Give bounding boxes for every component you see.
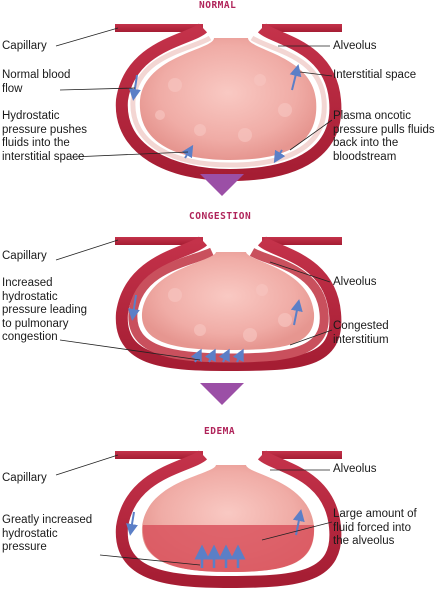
increased-pressure-arrows bbox=[190, 348, 244, 363]
capillary-right-segment bbox=[262, 237, 342, 245]
label-increased-hydrostatic: Increased hydrostatic pressure leading t… bbox=[2, 277, 88, 343]
leader-line bbox=[299, 71, 333, 77]
alveolus-sac bbox=[141, 252, 315, 350]
alveolus-texture bbox=[168, 284, 292, 342]
normal-alveolus-group bbox=[55, 23, 342, 182]
oncotic-arrow bbox=[273, 149, 286, 164]
leader-line bbox=[289, 119, 333, 151]
label-large-fluid: Large amount of fluid forced into the al… bbox=[333, 508, 417, 547]
stage-title-edema: EDEMA bbox=[204, 426, 236, 437]
congested-interstitium bbox=[128, 247, 329, 363]
leader-line bbox=[55, 27, 119, 47]
leader-line bbox=[71, 151, 189, 158]
leader-line bbox=[289, 329, 333, 346]
leader-line bbox=[55, 454, 119, 476]
capillary-loop bbox=[115, 236, 342, 372]
label-normal-blood-flow: Normal blood flow bbox=[2, 69, 71, 95]
leader-line bbox=[261, 521, 333, 541]
capillary-left-segment bbox=[115, 451, 203, 459]
blood-flow-arrow bbox=[128, 74, 141, 101]
blood-flow-arrow bbox=[290, 299, 303, 326]
alveolar-fluid bbox=[142, 525, 315, 572]
blood-flow-arrow bbox=[292, 509, 305, 536]
label-congested-interstitium: Congested interstitium bbox=[333, 320, 389, 346]
capillary-loop bbox=[115, 450, 342, 589]
congestion-alveolus-group bbox=[55, 236, 342, 372]
label-hydrostatic-pressure: Hydrostatic pressure pushes fluids into … bbox=[2, 110, 88, 163]
alveolus-sac bbox=[139, 38, 317, 160]
capillary-left-segment bbox=[115, 237, 203, 245]
leader-line bbox=[59, 339, 201, 361]
stage-title-normal: NORMAL bbox=[199, 0, 237, 11]
capillary-left-segment bbox=[115, 24, 203, 32]
edema-alveolus-group bbox=[55, 450, 342, 589]
hydrostatic-arrow bbox=[181, 144, 194, 159]
greatly-increased-arrows bbox=[194, 544, 246, 568]
label-interstitial-space: Interstitial space bbox=[333, 69, 417, 81]
leader-line bbox=[59, 87, 136, 91]
label-alveolus: Alveolus bbox=[333, 276, 377, 288]
capillary-right-segment bbox=[262, 451, 342, 459]
label-capillary: Capillary bbox=[2, 250, 47, 262]
capillary-right-segment bbox=[262, 24, 342, 32]
blood-flow-arrow bbox=[126, 511, 138, 536]
label-greatly-increased: Greatly increased hydrostatic pressure bbox=[2, 514, 93, 553]
blood-flow-arrow bbox=[127, 294, 140, 321]
down-arrow-divider bbox=[200, 174, 244, 196]
stage-title-congestion: CONGESTION bbox=[189, 211, 252, 222]
leader-line bbox=[269, 261, 331, 283]
blood-flow-arrow bbox=[289, 64, 302, 91]
label-alveolus: Alveolus bbox=[333, 463, 377, 475]
alveolus-texture bbox=[155, 74, 292, 142]
down-arrow-divider bbox=[200, 383, 244, 405]
label-capillary: Capillary bbox=[2, 472, 47, 484]
leader-line bbox=[55, 239, 119, 261]
leader-line bbox=[99, 554, 201, 566]
label-plasma-oncotic-pressure: Plasma oncotic pressure pulls fluids bac… bbox=[333, 110, 435, 163]
label-capillary: Capillary bbox=[2, 40, 47, 52]
label-alveolus: Alveolus bbox=[333, 40, 377, 52]
